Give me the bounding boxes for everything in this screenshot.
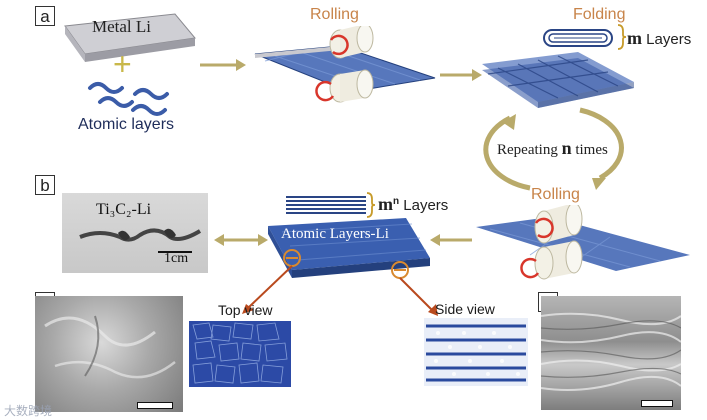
panel-label-a: a	[35, 6, 55, 26]
top-view-label: Top view	[218, 302, 273, 318]
rolling-bottom-illustration	[476, 205, 690, 280]
folded-layers-icon	[543, 29, 613, 47]
arrow-to-panel-b	[214, 234, 268, 246]
folding-label: Folding	[573, 6, 626, 23]
top-view-image	[189, 321, 291, 387]
scale-1cm-label: 1cm	[164, 251, 189, 266]
mn-layers-brace	[366, 192, 376, 218]
sem-scale-bar-d	[641, 400, 673, 407]
atomic-layers-li-slab	[268, 218, 430, 279]
repeating-label: Repeating n times	[497, 138, 608, 158]
plus-sign: +	[113, 46, 132, 82]
m-layers-brace	[617, 24, 627, 50]
watermark: 大数跨境	[4, 404, 53, 418]
folded-stack-illustration	[482, 52, 634, 108]
sem-scale-bar-c	[137, 402, 173, 409]
atomic-layers-label: Atomic layers	[78, 116, 175, 133]
atomic-layers-li-label: Atomic Layers-Li	[281, 226, 389, 242]
scale-bar	[158, 251, 192, 253]
sem-image-c	[35, 296, 183, 412]
arrow-to-atomic-layers-li	[430, 234, 472, 246]
atomic-layers-wave-icon	[88, 82, 169, 116]
panel-label-b: b	[35, 175, 55, 195]
mn-layers-label: mn Layers	[378, 194, 449, 214]
side-view-label: Side view	[435, 301, 495, 317]
arrow-to-folding	[440, 69, 482, 81]
ti3c2-li-label: Ti₃C₂-Li	[96, 201, 152, 218]
rolling-top-illustration	[254, 26, 436, 103]
arrow-to-rolling	[200, 59, 246, 71]
metal-li-slab	[64, 13, 196, 62]
repeat-cycle-arrows	[483, 107, 624, 191]
callout-lines	[242, 265, 438, 316]
rolling-top-label: Rolling	[310, 6, 359, 23]
rolling-bottom-label: Rolling	[531, 186, 580, 203]
sem-image-d	[540, 296, 682, 410]
metal-li-label: Metal Li	[92, 17, 152, 36]
m-layers-label: m Layers	[627, 28, 692, 48]
ti3c2-li-film	[79, 228, 202, 242]
ti3c2-li-photo: Ti₃C₂-Li 1cm	[62, 193, 208, 273]
mn-layers-stack-icon	[286, 196, 366, 214]
side-view-image	[424, 318, 528, 386]
